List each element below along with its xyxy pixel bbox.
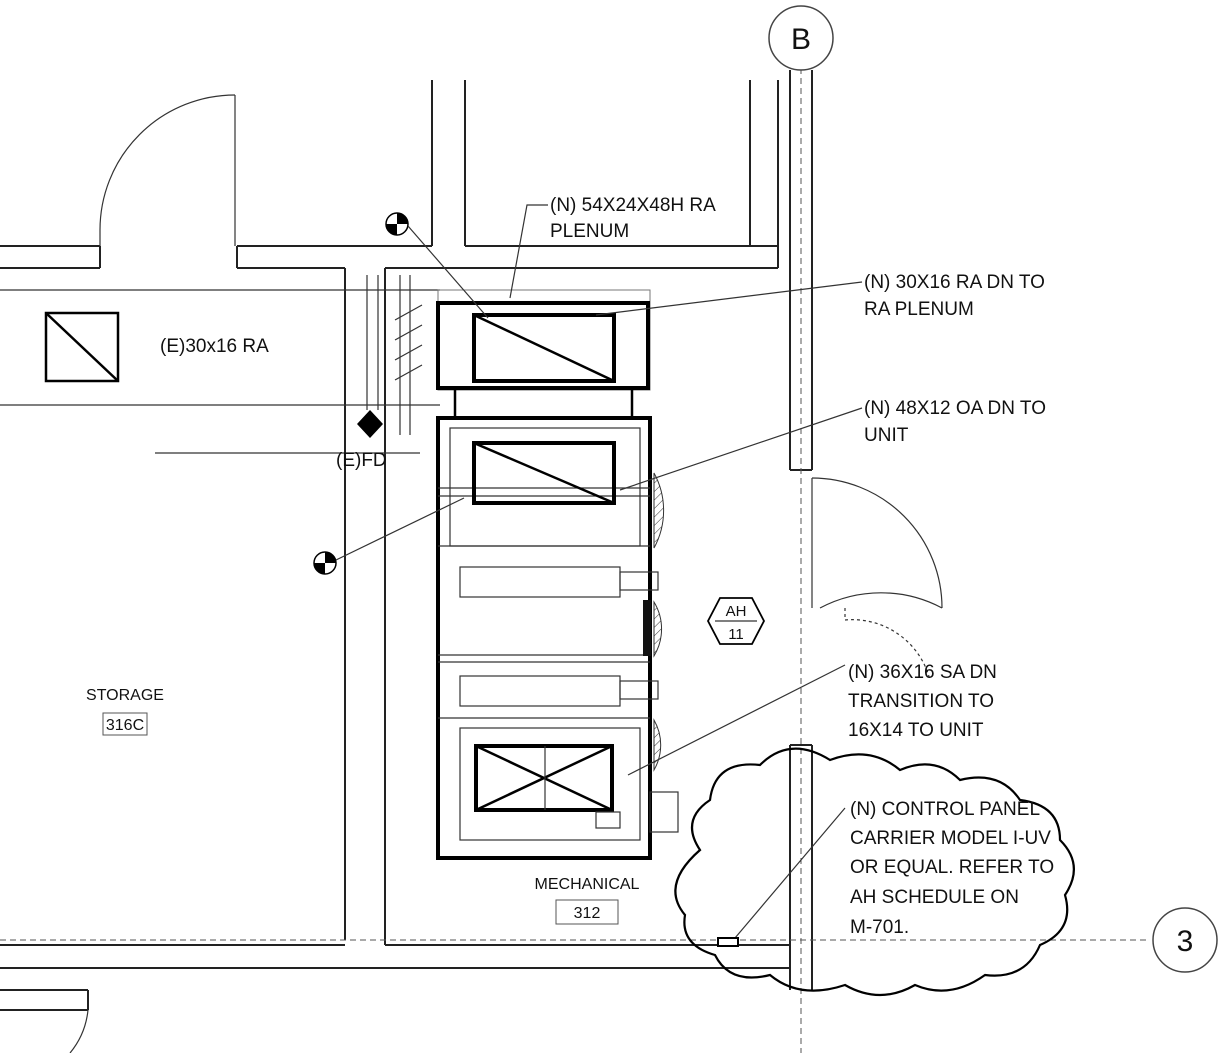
equipment-tag-line2: 11	[728, 626, 744, 643]
sa-dn-label-line2: TRANSITION TO	[848, 691, 994, 712]
ra-dn-label-line1: (N) 30X16 RA DN TO	[864, 272, 1045, 293]
ra-dn-label-line2: RA PLENUM	[864, 299, 974, 320]
oa-dn-label-line1: (N) 48X12 OA DN TO	[864, 398, 1046, 419]
control-panel-label-line3: OR EQUAL. REFER TO	[850, 857, 1054, 878]
section-marker-top	[385, 212, 489, 319]
section-marker-left	[313, 497, 465, 575]
control-panel-label-line4: AH SCHEDULE ON	[850, 887, 1019, 908]
room-number-mechanical: 312	[574, 905, 601, 922]
fire-damper-symbol	[357, 410, 383, 438]
existing-ra-label: (E)30x16 RA	[160, 336, 269, 357]
control-panel-symbol	[717, 937, 739, 947]
room-name-storage: STORAGE	[86, 687, 164, 704]
control-panel-label-line2: CARRIER MODEL I-UV	[850, 828, 1051, 849]
oa-dn-label-line2: UNIT	[864, 425, 909, 446]
control-panel-label-line5: M-701.	[850, 917, 909, 938]
ra-plenum-label-line2: PLENUM	[550, 221, 629, 242]
air-handler-unit	[436, 416, 679, 860]
ra-plenum-label-line1: (N) 54X24X48H RA	[550, 195, 716, 216]
equipment-tag-line1: AH	[726, 603, 747, 620]
doors	[69, 94, 943, 1053]
existing-ra-duct-symbol	[44, 311, 120, 383]
sa-dn-label-line1: (N) 36X16 SA DN	[848, 662, 997, 683]
room-tag-mechanical: MECHANICAL 312	[535, 876, 640, 925]
unit-access-doors	[643, 472, 665, 772]
control-panel-label-line1: (N) CONTROL PANEL	[850, 799, 1040, 820]
grid-label-column: B	[791, 23, 811, 56]
leader-lines	[509, 204, 863, 939]
grid-bubble-column: B	[768, 5, 834, 71]
ra-plenum	[436, 289, 651, 418]
grid-bubble-row: 3	[1152, 907, 1218, 973]
revision-cloud	[674, 747, 1075, 996]
room-name-mechanical: MECHANICAL	[535, 876, 640, 893]
duct-hatch-lines	[394, 304, 423, 381]
room-number-storage: 316C	[106, 717, 144, 734]
fire-damper-label: (E)FD	[336, 450, 387, 471]
grid-label-row: 3	[1177, 925, 1194, 958]
equipment-tag-ah11: AH 11	[706, 597, 766, 645]
room-tag-storage: STORAGE 316C	[86, 687, 164, 736]
sa-dn-label-line3: 16X14 TO UNIT	[848, 720, 984, 741]
